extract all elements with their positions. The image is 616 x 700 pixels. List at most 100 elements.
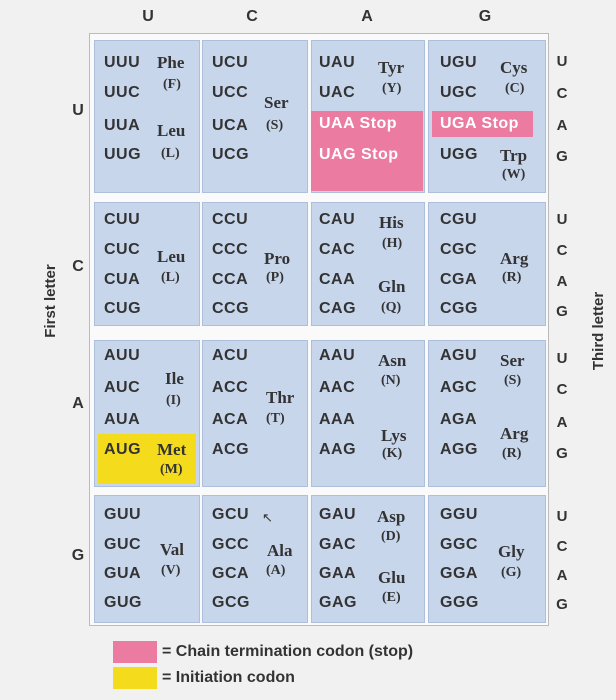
third-letter-a: A — [556, 567, 568, 584]
aa-gly-name: Gly — [498, 542, 525, 561]
aa-val-abbr: (V) — [161, 563, 181, 578]
column-header-g: G — [478, 8, 492, 25]
third-letter-a: A — [556, 273, 568, 290]
aa-asn-abbr: (N) — [381, 373, 401, 388]
third-letter-a: A — [556, 414, 568, 431]
codon-cell-uu — [94, 40, 200, 193]
aa-lys-abbr: (K) — [382, 446, 403, 461]
codon-gac: GAC — [319, 536, 357, 553]
codon-cell-cu — [94, 202, 200, 326]
codon-aca: ACA — [212, 411, 249, 428]
aa-ser2-abbr: (S) — [504, 373, 522, 388]
codon-uca: UCA — [212, 117, 249, 134]
codon-cau: CAU — [319, 211, 356, 228]
codon-cag: CAG — [319, 300, 357, 317]
codon-ugc: UGC — [440, 84, 478, 101]
codon-cell-gu — [94, 495, 200, 623]
third-letter-g: G — [556, 148, 568, 165]
codon-ucg: UCG — [212, 146, 250, 163]
aa-pro-abbr: (P) — [266, 270, 284, 285]
aa-ile-name: Ile — [165, 369, 184, 388]
aa-arg2-name: Arg — [500, 424, 529, 443]
codon-gcu: GCU — [212, 506, 250, 523]
third-letter-c: C — [556, 538, 568, 555]
third-letter-g: G — [556, 596, 568, 613]
aa-leu2-abbr: (L) — [161, 270, 180, 285]
codon-uac: UAC — [319, 84, 356, 101]
aa-phe-abbr: (F) — [163, 77, 181, 92]
codon-cell-ca — [311, 202, 425, 326]
codon-gca: GCA — [212, 565, 250, 582]
third-letter-g: G — [556, 303, 568, 320]
third-letter-u: U — [556, 350, 568, 367]
codon-cac: CAC — [319, 241, 356, 258]
aa-arg2-abbr: (R) — [502, 446, 522, 461]
aa-pro-name: Pro — [264, 249, 291, 268]
legend-start-swatch — [113, 667, 157, 689]
aa-arg1-abbr: (R) — [502, 270, 522, 285]
aa-glu-name: Glu — [378, 568, 406, 587]
codon-gcg: GCG — [212, 594, 250, 611]
codon-aau: AAU — [319, 347, 356, 364]
third-letter-u: U — [556, 211, 568, 228]
aa-gly-abbr: (G) — [501, 565, 522, 580]
column-header-a: A — [361, 8, 373, 25]
codon-cell-ac — [202, 340, 308, 487]
codon-aga: AGA — [440, 411, 478, 428]
codon-aaa: AAA — [319, 411, 356, 428]
aa-ala-name: Ala — [267, 541, 293, 560]
codon-caa: CAA — [319, 271, 356, 288]
codon-uuc: UUC — [104, 84, 141, 101]
aa-gln-abbr: (Q) — [381, 300, 402, 315]
codon-ucu: UCU — [212, 54, 249, 71]
aa-leu1-name: Leu — [157, 121, 186, 140]
aa-cys-abbr: (C) — [505, 81, 525, 96]
codon-gag: GAG — [319, 594, 357, 611]
codon-cell-gc — [202, 495, 308, 623]
aa-leu2-name: Leu — [157, 247, 186, 266]
codon-cuu: CUU — [104, 211, 141, 228]
aa-asn-name: Asn — [378, 351, 407, 370]
aa-ser1-abbr: (S) — [266, 118, 284, 133]
codon-cell-aa — [311, 340, 425, 487]
third-letter-g: G — [556, 445, 568, 462]
aa-thr-name: Thr — [266, 388, 295, 407]
codon-cgu: CGU — [440, 211, 478, 228]
legend-stop-swatch — [113, 641, 157, 663]
third-letter-a: A — [556, 117, 568, 134]
codon-acg: ACG — [212, 441, 250, 458]
codon-cell-ag — [428, 340, 546, 487]
aa-asp-abbr: (D) — [381, 529, 401, 544]
codon-acu: ACU — [212, 347, 249, 364]
aa-ala-abbr: (A) — [266, 563, 286, 578]
codon-ugu: UGU — [440, 54, 478, 71]
codon-cgg: CGG — [440, 300, 478, 317]
aa-ser1-name: Ser — [264, 93, 289, 112]
aa-trp-name: Trp — [500, 146, 528, 165]
codon-uga-stop: UGA Stop — [440, 115, 519, 132]
codon-acc: ACC — [212, 379, 249, 396]
first-letter-axis-label: First letter — [42, 264, 59, 338]
third-letter-u: U — [556, 53, 568, 70]
codon-aag: AAG — [319, 441, 357, 458]
row-header-g: G — [71, 547, 85, 564]
third-letter-c: C — [556, 381, 568, 398]
legend-stop-text: = Chain termination codon (stop) — [162, 643, 414, 660]
column-header-u: U — [142, 8, 154, 25]
codon-ggg: GGG — [440, 594, 479, 611]
codon-gua: GUA — [104, 565, 142, 582]
codon-ugg: UGG — [440, 146, 478, 163]
stop-highlight-uaa-uag — [311, 111, 423, 191]
third-letter-c: C — [556, 85, 568, 102]
codon-gga: GGA — [440, 565, 478, 582]
aa-met-abbr: (M) — [160, 462, 183, 477]
codon-agc: AGC — [440, 379, 478, 396]
codon-cell-cc — [202, 202, 308, 326]
aa-asp-name: Asp — [377, 507, 406, 526]
row-header-a: A — [72, 395, 84, 412]
row-header-u: U — [72, 102, 84, 119]
codon-uua: UUA — [104, 117, 141, 134]
aa-thr-abbr: (T) — [266, 411, 285, 426]
legend-start-text: = Initiation codon — [162, 669, 295, 686]
codon-uag-stop: UAG Stop — [319, 146, 399, 163]
